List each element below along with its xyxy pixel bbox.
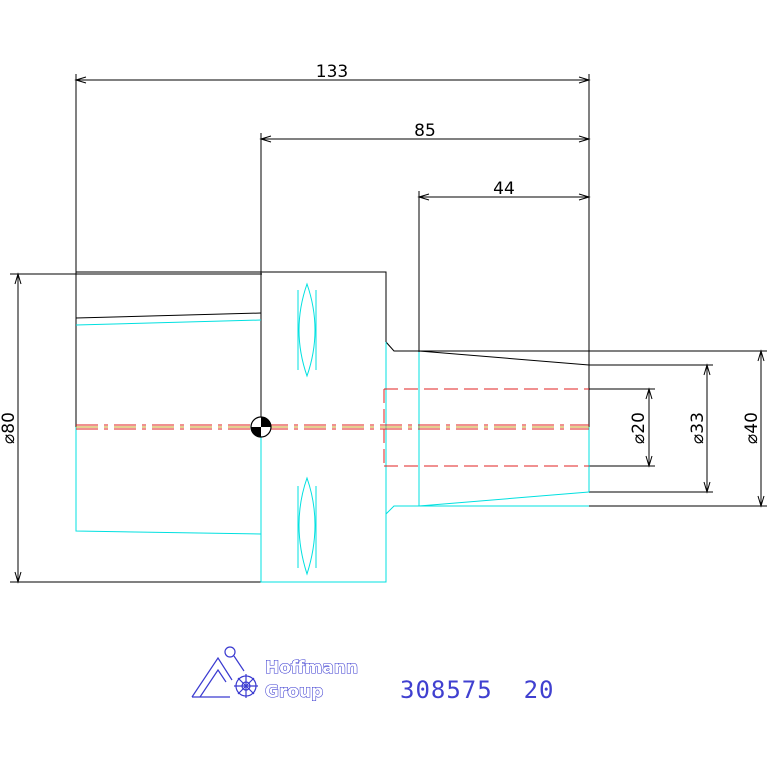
drive-slots — [297, 282, 317, 576]
hidden-bore — [383, 388, 589, 467]
lower-outline — [75, 427, 590, 583]
dim-40-label: ⌀40 — [742, 412, 762, 444]
dim-44-label: 44 — [493, 179, 515, 199]
dim-33-label: ⌀33 — [688, 412, 708, 444]
dimension-lines — [10, 74, 767, 583]
dim-20-label: ⌀20 — [629, 412, 649, 444]
upper-outline — [75, 271, 590, 427]
dim-80-label: ⌀80 — [0, 412, 19, 444]
centerline — [76, 424, 589, 430]
logo-line1: Hoffmann — [265, 658, 358, 678]
dim-85-label: 85 — [414, 121, 436, 141]
center-marker — [250, 416, 272, 438]
dimension-arrows — [14, 76, 765, 584]
dim-133-label: 133 — [316, 62, 348, 82]
logo-mark-icon — [191, 646, 258, 698]
hoffmann-group-logo: Hoffmann Group — [191, 646, 359, 703]
upper-taper — [75, 319, 420, 427]
part-number: 308575 20 — [400, 676, 555, 704]
logo-line2: Group — [265, 682, 323, 702]
